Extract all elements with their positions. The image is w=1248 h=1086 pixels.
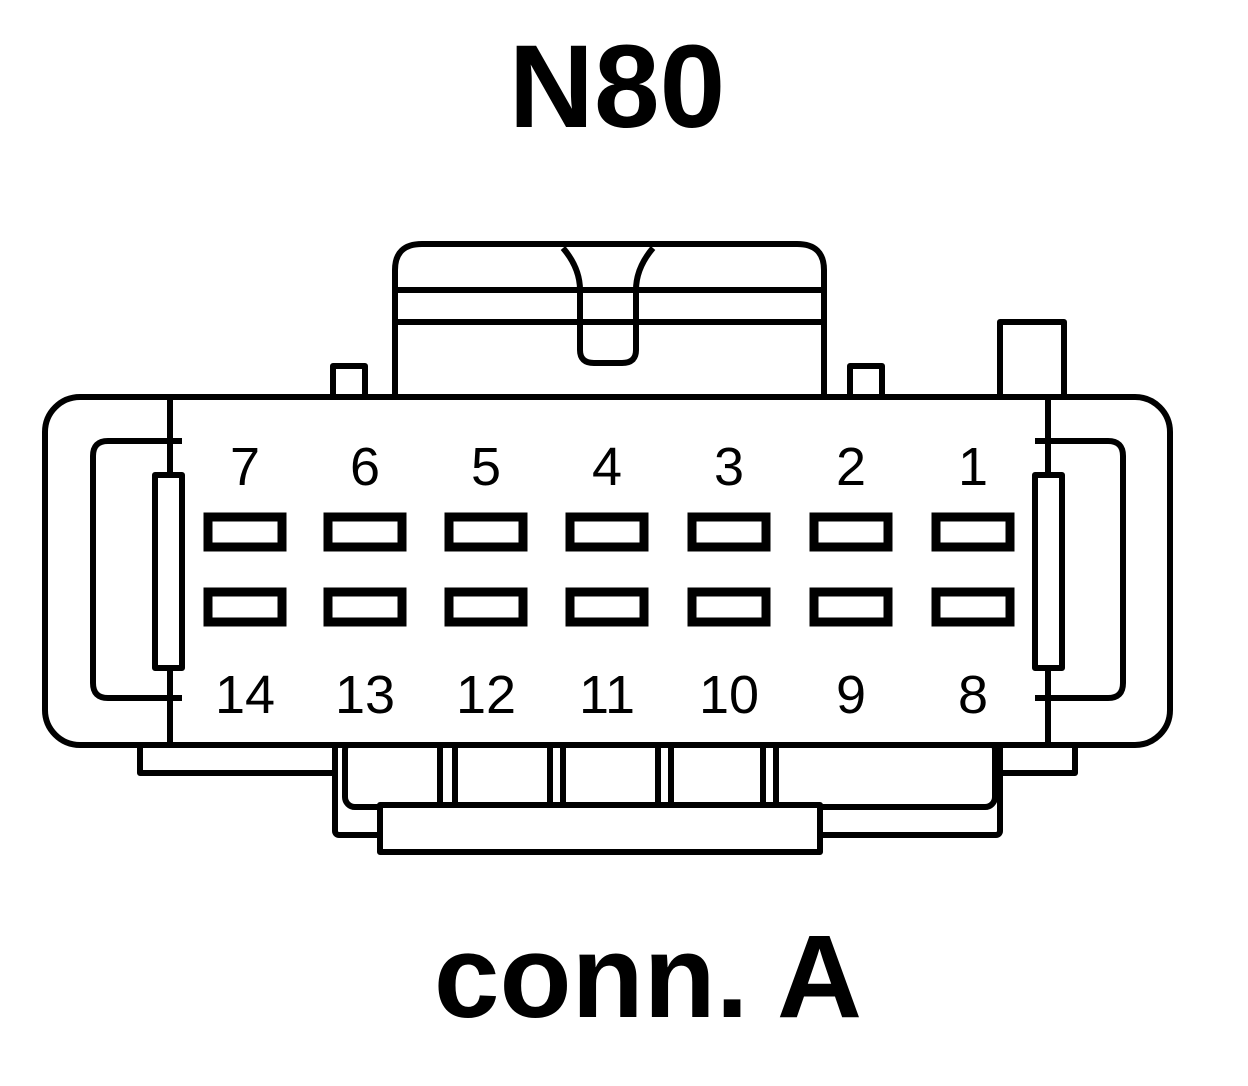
pin-1-label: 1 <box>958 437 988 497</box>
pin-2-slot <box>809 512 893 552</box>
pin-3-label: 3 <box>714 437 744 497</box>
pin-11-slot <box>565 587 649 627</box>
pin-10-slot <box>687 587 771 627</box>
pin-12-slot <box>444 587 528 627</box>
pin-9-label: 9 <box>836 665 866 725</box>
pin-7-label: 7 <box>230 437 260 497</box>
pin-4-slot <box>565 512 649 552</box>
left-side-latch <box>90 438 185 701</box>
pin-14-label: 14 <box>215 665 275 725</box>
pin-2-label: 2 <box>836 437 866 497</box>
pin-8-label: 8 <box>958 665 988 725</box>
pin-9-slot <box>809 587 893 627</box>
connector-body <box>42 394 1173 748</box>
pin-13-slot <box>323 587 407 627</box>
pin-7-slot <box>203 512 287 552</box>
pin-1-slot <box>931 512 1015 552</box>
pin-13-label: 13 <box>335 665 395 725</box>
pin-6-slot <box>323 512 407 552</box>
bottom-latch <box>137 737 1078 855</box>
pin-field: 7 6 5 4 3 2 1 14 13 12 11 10 9 8 <box>203 437 1015 725</box>
pin-8-slot <box>931 587 1015 627</box>
pin-12-label: 12 <box>456 665 516 725</box>
pin-6-label: 6 <box>350 437 380 497</box>
connector-title: N80 <box>509 21 725 153</box>
pin-5-label: 5 <box>471 437 501 497</box>
pin-14-slot <box>203 587 287 627</box>
pin-11-label: 11 <box>579 665 635 725</box>
top-lock <box>330 241 1067 403</box>
pin-3-slot <box>687 512 771 552</box>
pin-10-label: 10 <box>699 665 759 725</box>
pin-4-label: 4 <box>592 437 622 497</box>
right-side-latch <box>1032 438 1126 701</box>
pin-5-slot <box>444 512 528 552</box>
connector-subtitle: conn. A <box>434 911 862 1043</box>
